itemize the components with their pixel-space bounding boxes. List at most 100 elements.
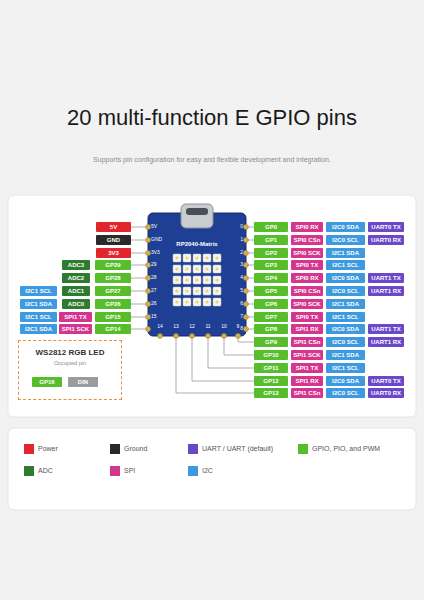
- pin-tag: UART1 TX: [368, 324, 404, 334]
- led-die: [175, 256, 178, 259]
- pin-tag: UART1 RX: [368, 286, 404, 296]
- pin-name: I2C1 SDA: [326, 299, 365, 309]
- pin-name: I2C0 SCL: [326, 337, 365, 347]
- pin-name: GP27: [95, 286, 131, 296]
- pin-name: SPI1 TX: [291, 363, 323, 373]
- pin-tag: SPI1 SCK: [291, 350, 323, 360]
- pin-name: GP12: [254, 376, 288, 386]
- left-leaders: [131, 227, 148, 329]
- pin-tag: ADC3: [62, 260, 90, 270]
- pin-name: SPI1 CSn: [291, 337, 323, 347]
- pin-name: GND: [96, 235, 131, 245]
- led-die: [205, 267, 208, 270]
- legend-text: Ground: [124, 444, 147, 454]
- rgb-led: [183, 287, 191, 295]
- led-die: [205, 278, 208, 281]
- pin-tag: SPI0 TX: [291, 260, 323, 270]
- pin-tag: I2C1 SDA: [20, 299, 57, 309]
- pin-tag: UART0 TX: [368, 376, 404, 386]
- pin-name: I2C0 SDA: [326, 324, 365, 334]
- pin-name: I2C0 SDA: [326, 273, 365, 283]
- led-die: [215, 267, 218, 270]
- pin-name: SPI1 TX: [59, 312, 92, 322]
- pin-tag: GP1: [254, 235, 288, 245]
- pin-name: ADC0: [62, 299, 90, 309]
- pin-name: I2C1 SCL: [326, 363, 365, 373]
- pin-name: I2C1 SCL: [326, 260, 365, 270]
- pin-tag: GP0: [254, 222, 288, 232]
- pin-tag: SPI1 TX: [59, 312, 92, 322]
- rgb-led: [173, 265, 181, 273]
- pin-number: 29: [151, 262, 157, 268]
- pin-name: UART0 TX: [368, 222, 404, 232]
- pin-name: SPI0 SCK: [291, 299, 323, 309]
- pin-tag: I2C1 SCL: [326, 260, 365, 270]
- pin-tag: UART0 RX: [368, 388, 404, 398]
- rgb-led: [193, 276, 201, 284]
- pin-name: UART0 RX: [368, 235, 404, 245]
- box-heading: WS2812 RGB LED: [19, 348, 121, 357]
- pin-tag: GP5: [254, 286, 288, 296]
- pin-name: DIN: [68, 377, 98, 387]
- legend-text: UART / UART (default): [202, 444, 273, 454]
- pin-name: GP28: [95, 273, 131, 283]
- pin-name: I2C1 SCL: [20, 312, 57, 322]
- pin-tag: I2C0 SDA: [326, 273, 365, 283]
- pin-name: I2C1 SDA: [20, 299, 57, 309]
- pin-name: GP11: [254, 363, 288, 373]
- pin-name: UART1 RX: [368, 286, 404, 296]
- pin-tag: SPI1 CSn: [291, 337, 323, 347]
- pin-tag: GP8: [254, 324, 288, 334]
- pin-tag: ADC1: [62, 286, 90, 296]
- legend-text: Power: [38, 444, 58, 454]
- pin-number: 26: [151, 301, 157, 307]
- pin-name: GP4: [254, 273, 288, 283]
- pin-tag: GP2: [254, 248, 288, 258]
- legend-text: ADC: [38, 466, 53, 476]
- pin-number: 0: [240, 224, 243, 230]
- pin-tag: GP26: [95, 299, 131, 309]
- rgb-led: [173, 254, 181, 262]
- rgb-led: [203, 276, 211, 284]
- pin-tag: 5V: [96, 222, 131, 232]
- legend-text: I2C: [202, 466, 213, 476]
- board-name: RP2040-Matrix: [176, 241, 217, 248]
- pin-name: GP0: [254, 222, 288, 232]
- led-die: [195, 267, 198, 270]
- pin-name: GP16: [32, 377, 62, 387]
- pin-name: SPI0 CSn: [291, 286, 323, 296]
- led-die: [175, 289, 178, 292]
- pin-tag: ADC0: [62, 299, 90, 309]
- rgb-led: [203, 265, 211, 273]
- rgb-led: [183, 276, 191, 284]
- pin-tag: UART1 RX: [368, 337, 404, 347]
- rgb-led: [203, 287, 211, 295]
- pin-name: GP5: [254, 286, 288, 296]
- pin-name: I2C1 SDA: [20, 324, 57, 334]
- rgb-led: [193, 265, 201, 273]
- pin-name: I2C0 SDA: [326, 376, 365, 386]
- pin-tag: GP7: [254, 312, 288, 322]
- pin-tag: I2C1 SCL: [326, 312, 365, 322]
- pin-number: 12: [189, 324, 195, 330]
- pin-tag: SPI1 TX: [291, 363, 323, 373]
- board-details: [146, 225, 249, 339]
- right-leaders: [246, 227, 254, 329]
- legend-text: SPI: [124, 466, 135, 476]
- pin-tag: I2C0 SCL: [326, 235, 365, 245]
- pin-name: GP6: [254, 299, 288, 309]
- rgb-led: [213, 265, 221, 273]
- led-die: [185, 256, 188, 259]
- legend-swatch: [24, 466, 34, 476]
- box-note: Occupied pin: [19, 360, 121, 366]
- pin-name: SPI0 RX: [291, 273, 323, 283]
- usb-c-slot: [186, 208, 208, 215]
- pin-name: UART1 TX: [368, 273, 404, 283]
- pin-name: 3V3: [96, 248, 131, 258]
- rgb-led: [173, 287, 181, 295]
- legend-text: GPIO, PIO, and PWM: [312, 444, 380, 454]
- pin-tag: SPI0 SCK: [291, 248, 323, 258]
- pin-tag: GP27: [95, 286, 131, 296]
- pin-tag: UART0 RX: [368, 235, 404, 245]
- led-die: [215, 256, 218, 259]
